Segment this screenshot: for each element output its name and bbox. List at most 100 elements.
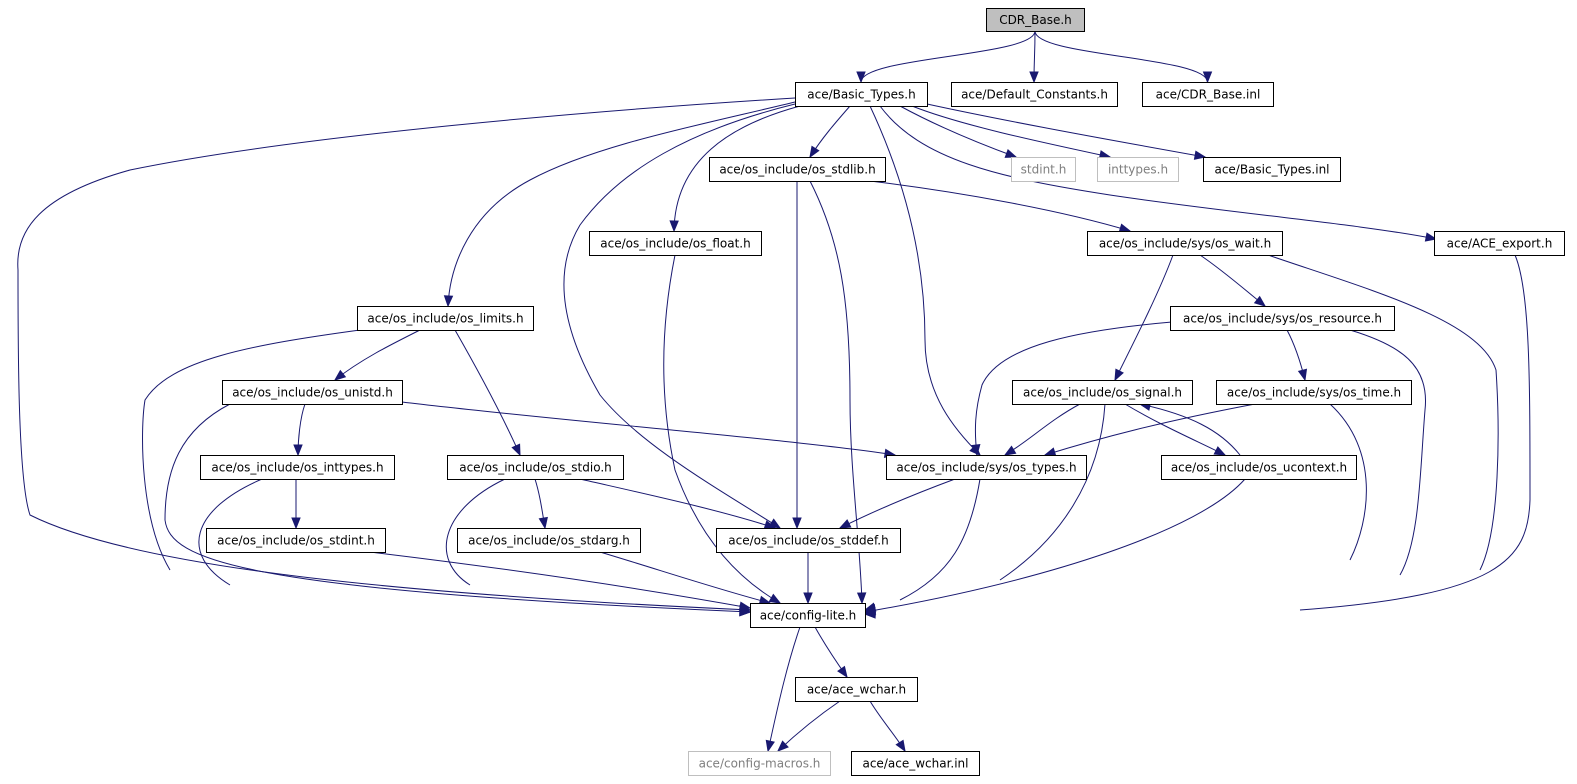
- edge-arrowhead: [777, 740, 789, 752]
- edge-line: [663, 254, 781, 604]
- node-ace-wchar[interactable]: ace/ace_wchar.h: [795, 677, 918, 702]
- edge-os_limits-to-os_stdio: [454, 329, 521, 457]
- edge-arrowhead: [803, 592, 813, 605]
- edge-os_resource-to-os_time: [1286, 329, 1308, 382]
- node-box: [1011, 157, 1076, 182]
- node-os-wait[interactable]: ace/os_include/sys/os_wait.h: [1087, 231, 1283, 256]
- node-label: ace/os_include/os_stddef.h: [728, 534, 888, 548]
- node-os-time[interactable]: ace/os_include/sys/os_time.h: [1216, 380, 1412, 405]
- edge-line: [974, 321, 1173, 456]
- edge-arrowhead: [765, 739, 775, 753]
- edge-line: [767, 626, 801, 752]
- node-label: ace/os_include/sys/os_wait.h: [1099, 237, 1271, 251]
- node-box: [986, 8, 1085, 32]
- edge-line: [142, 329, 361, 571]
- edge-arrowhead: [1004, 148, 1018, 158]
- edge-line: [164, 403, 751, 613]
- edge-arrowhead: [1003, 445, 1017, 456]
- edge-basic_types-to-os_limits: [443, 101, 796, 308]
- node-os-ucontext[interactable]: ace/os_include/os_ucontext.h: [1161, 455, 1357, 480]
- node-cdr-base[interactable]: CDR_Base.h: [986, 8, 1085, 32]
- edge-line: [1139, 403, 1241, 456]
- edge-arrowhead: [538, 516, 548, 530]
- edge-arrowhead: [768, 593, 782, 604]
- edge-arrowhead: [293, 444, 303, 457]
- edge-line: [447, 101, 796, 307]
- edge-line: [899, 478, 981, 601]
- edge-os_stdint-to-config_lite: [369, 551, 752, 611]
- node-basic-types-inl[interactable]: ace/Basic_Types.inl: [1203, 157, 1341, 182]
- edge-os_time-to-config_lite: [863, 403, 1367, 617]
- edge-arrowhead: [291, 517, 301, 530]
- edge-line: [1267, 254, 1499, 571]
- node-label: inttypes.h: [1108, 163, 1168, 177]
- edge-line: [864, 478, 1246, 613]
- node-label: ace/os_include/sys/os_time.h: [1227, 386, 1401, 400]
- edge-os_unistd-to-os_inttypes: [293, 403, 306, 457]
- node-os-signal[interactable]: ace/os_include/os_signal.h: [1012, 380, 1193, 405]
- node-os-stddef[interactable]: ace/os_include/os_stddef.h: [716, 528, 901, 553]
- node-os-stdlib[interactable]: ace/os_include/os_stdlib.h: [709, 157, 886, 182]
- node-basic-types[interactable]: ace/Basic_Types.h: [795, 82, 928, 107]
- edge-line: [869, 105, 981, 456]
- node-config-lite[interactable]: ace/config-lite.h: [750, 603, 866, 628]
- node-os-unistd[interactable]: ace/os_include/os_unistd.h: [222, 380, 403, 405]
- node-box: [750, 603, 866, 628]
- edge-line: [198, 478, 263, 586]
- edge-arrowhead: [669, 220, 679, 233]
- node-os-stdio[interactable]: ace/os_include/os_stdio.h: [447, 455, 624, 480]
- node-os-stdarg[interactable]: ace/os_include/os_stdarg.h: [457, 528, 641, 553]
- node-label: ace/Default_Constants.h: [961, 88, 1108, 102]
- edge-ace_wchar-to-config_macros: [777, 700, 841, 752]
- node-os-limits[interactable]: ace/os_include/os_limits.h: [357, 306, 534, 331]
- edge-arrowhead: [838, 519, 852, 529]
- node-ace-wchar-inl[interactable]: ace/ace_wchar.inl: [851, 751, 980, 776]
- node-box: [851, 751, 980, 776]
- edge-cdr_base-to-default_constants: [1029, 30, 1039, 84]
- node-label: ace/ace_wchar.h: [807, 683, 906, 697]
- edge-line: [1044, 403, 1256, 456]
- edge-line: [879, 105, 1437, 240]
- edge-os_time-to-os_types: [1043, 403, 1256, 457]
- node-ace-export[interactable]: ace/ACE_export.h: [1434, 231, 1565, 256]
- node-box: [200, 455, 395, 480]
- edge-arrowhead: [1043, 447, 1057, 457]
- edge-os_resource-to-os_types: [971, 321, 1173, 457]
- node-os-stdint[interactable]: ace/os_include/os_stdint.h: [206, 528, 386, 553]
- node-box: [357, 306, 534, 331]
- node-default-constants[interactable]: ace/Default_Constants.h: [951, 82, 1118, 107]
- node-label: ace/os_include/os_float.h: [600, 237, 750, 251]
- edge-os_signal-to-os_ucontext: [1124, 403, 1227, 456]
- edge-os_unistd-to-config_lite: [164, 403, 752, 617]
- edge-line: [1199, 254, 1266, 307]
- edge-arrowhead: [837, 665, 848, 679]
- edge-basic_types-to-ace_export: [879, 105, 1438, 242]
- node-os-float[interactable]: ace/os_include/os_float.h: [589, 231, 762, 256]
- edge-basic_types-to-basic_types_inl: [926, 103, 1207, 160]
- node-os-types[interactable]: ace/os_include/sys/os_types.h: [886, 455, 1087, 480]
- edge-os_inttypes-to-os_stdint: [291, 479, 301, 530]
- edges: [17, 30, 1531, 753]
- node-label: ace/config-lite.h: [760, 609, 857, 623]
- node-cdr-base-inl[interactable]: ace/CDR_Base.inl: [1142, 82, 1274, 107]
- node-os-resource[interactable]: ace/os_include/sys/os_resource.h: [1170, 306, 1395, 331]
- edge-config_lite-to-ace_wchar: [814, 626, 848, 679]
- edge-os_signal-to-os_types: [1003, 403, 1081, 456]
- edge-basic_types-to-stdint: [899, 105, 1018, 158]
- edge-arrowhead: [1253, 295, 1267, 307]
- edge-basic_types-to-os_stdlib: [809, 105, 851, 159]
- edge-line: [17, 97, 796, 611]
- edge-os_wait-to-os_resource: [1199, 254, 1267, 307]
- edge-arrowhead: [895, 739, 906, 753]
- node-box: [716, 528, 901, 553]
- node-label: ace/os_include/sys/os_types.h: [896, 461, 1076, 475]
- node-box: [886, 455, 1087, 480]
- node-box: [1216, 380, 1412, 405]
- node-label: ace/Basic_Types.inl: [1214, 163, 1329, 177]
- edge-os_stdio-to-os_stdarg: [534, 478, 548, 530]
- node-os-inttypes[interactable]: ace/os_include/os_inttypes.h: [200, 455, 395, 480]
- node-box: [447, 455, 624, 480]
- edge-arrowhead: [809, 145, 820, 159]
- edge-os_ucontext-to-config_lite: [863, 478, 1246, 615]
- edge-line: [1004, 403, 1081, 456]
